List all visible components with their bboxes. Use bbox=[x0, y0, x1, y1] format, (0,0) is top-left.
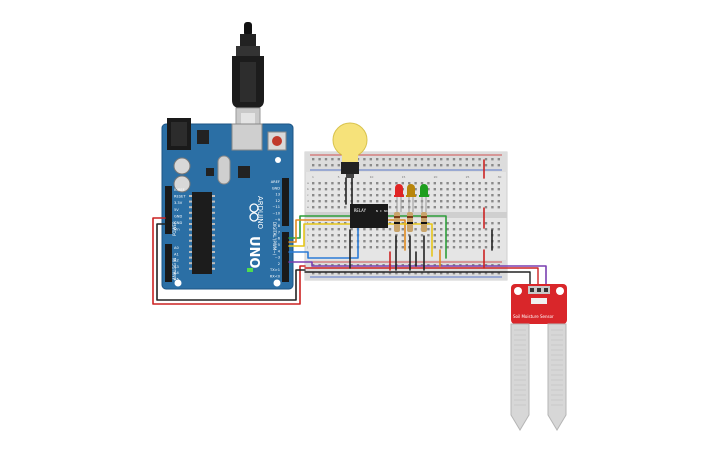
header-pin-label: GND bbox=[272, 186, 280, 190]
probe-right-icon bbox=[547, 323, 567, 431]
wire-orange-signal bbox=[288, 219, 406, 251]
breadboard-row-letter: e bbox=[307, 205, 309, 209]
header-pin-label: ~10 bbox=[272, 212, 280, 216]
analog-title: ANALOG IN bbox=[172, 258, 177, 280]
header-pin-label: AREF bbox=[271, 180, 280, 184]
breadboard-column-number: 30 bbox=[498, 175, 502, 179]
light-bulb bbox=[332, 122, 368, 178]
relay-pin-label: NO bbox=[384, 209, 388, 213]
arduino-logo-icon bbox=[249, 203, 259, 222]
power-led-icon bbox=[247, 268, 253, 272]
header-pin-label: 4 bbox=[278, 249, 281, 253]
header-pin-label: A4 bbox=[174, 271, 179, 275]
breadboard-column-number: 5 bbox=[338, 175, 340, 179]
breadboard-column-number: 15 bbox=[402, 175, 406, 179]
breadboard-column-number: 25 bbox=[466, 175, 470, 179]
header-pin-label: A0 bbox=[174, 246, 179, 250]
digital-title: DIGITAL (PWM~) bbox=[272, 222, 277, 256]
header-pin-label: RX<0 bbox=[270, 275, 281, 279]
relay-pin-label: N bbox=[376, 209, 378, 213]
header-pin-label: GND bbox=[174, 214, 182, 218]
arduino-brand-label: ARDUINO bbox=[256, 196, 264, 229]
header-pin-label: 13 bbox=[275, 193, 280, 197]
relay-label: RELAY bbox=[354, 208, 367, 213]
digital-header-low bbox=[282, 232, 289, 282]
wire-red-5v bbox=[152, 217, 306, 305]
header-pin-label: A1 bbox=[174, 252, 179, 256]
header-pin-label: Vin bbox=[174, 228, 180, 232]
power-title: POWER bbox=[172, 221, 177, 236]
header-pin-label: TX>1 bbox=[269, 268, 280, 272]
header-pin-label: A5 bbox=[174, 278, 179, 282]
relay-pin-label: C bbox=[380, 209, 382, 213]
breadboard-row-letter: c bbox=[307, 193, 309, 197]
wire-blue-relay bbox=[288, 227, 359, 259]
leds bbox=[394, 184, 429, 212]
header-pin-label: A2 bbox=[174, 259, 179, 263]
header-pin-label: IOREF bbox=[174, 188, 185, 192]
led-3-icon bbox=[419, 184, 429, 212]
arduino-model-label: UNO bbox=[246, 236, 261, 269]
soil-moisture-sensor: Soil Moisture Sensor bbox=[510, 284, 567, 431]
usb-port bbox=[231, 123, 263, 151]
header-pin-label: 12 bbox=[275, 199, 280, 203]
breadboard-row-letter: b bbox=[307, 187, 309, 191]
header-pin-label: 7 bbox=[278, 230, 280, 234]
breadboard-column-number: 10 bbox=[370, 175, 374, 179]
breadboard-row-letter: i bbox=[307, 239, 308, 243]
header-pin-label: ~6 bbox=[275, 237, 281, 241]
header-pin-label: ~9 bbox=[275, 218, 281, 222]
header-pin-label: 2 bbox=[278, 262, 280, 266]
analog-header bbox=[165, 244, 172, 282]
breadboard-row-letter: d bbox=[307, 199, 309, 203]
breadboard-row-letter: h bbox=[307, 233, 309, 237]
breadboard-row-letter: a bbox=[307, 181, 309, 185]
wire-black-gnd bbox=[156, 223, 306, 301]
probe-left-icon bbox=[510, 323, 530, 431]
digital-header-labels: AREF GND 13 12 ~11 ~10 ~9 8 7 ~6 ~5 4 ~3 2TX>1RX<0 bbox=[269, 180, 281, 279]
power-header-labels: IOREF RESET 3.3V 5V GND GND Vin bbox=[174, 188, 186, 232]
digital-header-high bbox=[282, 178, 289, 226]
soil-sensor-label: Soil Moisture Sensor bbox=[513, 314, 554, 319]
breadboard-row-letter: j bbox=[306, 245, 308, 249]
breadboard-row-letter: g bbox=[307, 227, 309, 231]
breadboard-column-number: 1 bbox=[312, 175, 314, 179]
led-2-icon bbox=[406, 184, 416, 212]
header-pin-label: RESET bbox=[174, 195, 186, 199]
breadboard-column-number: 20 bbox=[434, 175, 438, 179]
wire-purple-sensor bbox=[288, 261, 547, 293]
header-pin-label: A3 bbox=[174, 265, 179, 269]
led-1-icon bbox=[394, 184, 404, 212]
header-pin-label: ~3 bbox=[275, 256, 280, 260]
bulb-base-icon bbox=[341, 162, 359, 174]
breadboard-row-letter: f bbox=[307, 221, 309, 225]
wire-yellow-signal bbox=[288, 223, 433, 257]
header-pin-label: 8 bbox=[278, 224, 281, 228]
resistors bbox=[394, 212, 427, 232]
power-header bbox=[165, 186, 172, 234]
header-pin-label: GND bbox=[174, 221, 182, 225]
header-pin-label: ~5 bbox=[275, 243, 280, 247]
atmega-chip bbox=[192, 192, 212, 274]
header-pin-label: 3.3V bbox=[174, 201, 183, 205]
header-pin-label: ~11 bbox=[272, 205, 280, 209]
header-pin-label: 5V bbox=[174, 208, 179, 212]
